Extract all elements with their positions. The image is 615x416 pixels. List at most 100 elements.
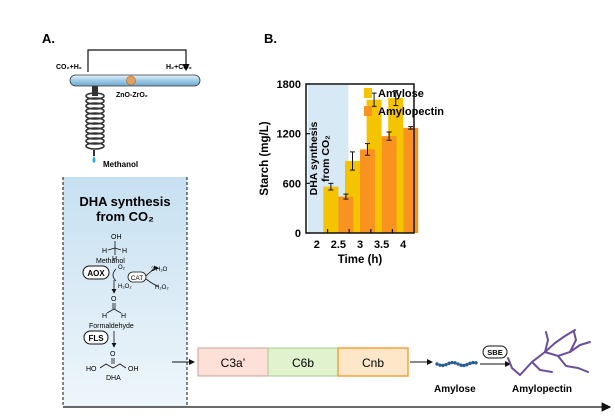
glucose-unit bbox=[450, 360, 454, 365]
coil-turn bbox=[85, 102, 105, 110]
amylopectin-branch bbox=[577, 367, 589, 373]
amylopectin-branch bbox=[569, 331, 578, 353]
glucose-unit bbox=[453, 361, 457, 365]
formaldehyde-o: O bbox=[111, 296, 117, 303]
cat-label: CAT bbox=[131, 275, 144, 282]
x-tick-label: 3.5 bbox=[374, 239, 389, 251]
methanol-h-left: H bbox=[102, 248, 107, 255]
fls-enzyme bbox=[83, 330, 109, 345]
amylopectin-branch bbox=[519, 342, 556, 376]
x-tick-label: 2 bbox=[314, 239, 320, 251]
amylopectin-branch bbox=[557, 355, 579, 369]
y-tick-label: 1800 bbox=[277, 79, 301, 91]
dha-title-line1: DHA synthesis bbox=[79, 194, 170, 209]
h2o2-right-label: H₂O₂ bbox=[155, 285, 169, 291]
dha-synthesis-panel bbox=[63, 177, 187, 407]
right-gas-label: H₂+CO₂ bbox=[166, 64, 192, 71]
glucose-unit bbox=[441, 363, 445, 368]
dha-oh: OH bbox=[128, 366, 139, 373]
glucose-unit bbox=[438, 363, 442, 367]
sbe-label: SBE bbox=[487, 348, 502, 357]
bar-amylopectin-2.5 bbox=[338, 196, 354, 233]
cat-enzyme bbox=[127, 271, 147, 283]
catalyst-bed bbox=[126, 75, 136, 86]
legend-label-amylopectin: Amylopectin bbox=[378, 106, 444, 118]
legend-swatch-amylopectin bbox=[364, 106, 372, 116]
bar-amylopectin-4 bbox=[403, 127, 419, 233]
coil-connector bbox=[92, 86, 98, 96]
glucose-unit bbox=[465, 362, 469, 367]
methanol-oh: OH bbox=[111, 234, 122, 241]
catalyst-label: ZnO-ZrO₂ bbox=[116, 92, 148, 99]
glucose-unit bbox=[468, 361, 472, 366]
methanol-h-bottom: H bbox=[112, 256, 117, 263]
bar-amylopectin-3.5 bbox=[381, 136, 397, 233]
formaldehyde-h-right: H bbox=[121, 313, 126, 320]
amylopectin-branch bbox=[507, 357, 521, 376]
y-tick-label: 0 bbox=[295, 228, 301, 240]
amylose-chain bbox=[435, 360, 478, 368]
amylose-label: Amylose bbox=[434, 384, 476, 395]
formaldehyde-h-left: H bbox=[102, 313, 107, 320]
amylopectin-branch bbox=[554, 329, 576, 344]
inset-line1: DHA synthesis bbox=[308, 121, 320, 195]
dha-label: DHA bbox=[106, 375, 121, 382]
dha-o: O bbox=[110, 351, 116, 358]
coil-turn bbox=[85, 107, 105, 115]
glucose-unit bbox=[456, 362, 460, 366]
amylopectin-label: Amylopectin bbox=[512, 384, 572, 395]
amylopectin-branch bbox=[544, 331, 550, 353]
h2o2-left-label: H₂O₂ bbox=[118, 284, 132, 290]
panel-a-label: A. bbox=[42, 31, 55, 46]
x-tick-label: 4 bbox=[400, 239, 407, 251]
methanol-molecule-label: Methanol bbox=[96, 258, 125, 265]
amylopectin-branch bbox=[579, 341, 591, 346]
glucose-unit bbox=[459, 363, 463, 367]
enzyme-box-cnb bbox=[337, 347, 409, 377]
coil-turn bbox=[85, 117, 105, 125]
coil-turn bbox=[85, 132, 105, 140]
coil-turn bbox=[85, 92, 105, 100]
condenser-coil bbox=[85, 92, 105, 150]
sbe-enzyme bbox=[482, 345, 508, 359]
glucose-unit bbox=[471, 360, 475, 365]
glucose-unit bbox=[474, 361, 478, 365]
fls-label: FLS bbox=[88, 334, 104, 343]
coil-turn bbox=[85, 127, 105, 135]
o2-label: O₂ bbox=[118, 265, 126, 271]
glucose-unit bbox=[462, 363, 466, 368]
x-axis-label: Time (h) bbox=[338, 254, 383, 266]
coil-turn bbox=[85, 137, 105, 145]
plot-frame bbox=[305, 83, 415, 234]
enzyme-c6b-label: C6b bbox=[292, 356, 314, 370]
enzyme-box-c3a bbox=[197, 347, 269, 377]
legend-label-amylose: Amylose bbox=[378, 88, 424, 100]
x-tick-label: 2.5 bbox=[331, 239, 346, 251]
y-tick-label: 600 bbox=[283, 178, 301, 190]
bar-amylose-2.5 bbox=[323, 186, 339, 233]
two-h2o-label: 2 H₂O bbox=[151, 267, 168, 273]
amylopectin-tree bbox=[507, 329, 591, 376]
aox-label: AOX bbox=[87, 269, 105, 278]
droplet-icon bbox=[92, 156, 96, 163]
legend-swatch-amylose bbox=[364, 88, 372, 98]
bar-amylopectin-3 bbox=[360, 149, 375, 233]
coil-turn bbox=[85, 112, 105, 120]
glucose-unit bbox=[435, 362, 439, 366]
methanol-h-right: H bbox=[122, 248, 127, 255]
enzyme-c3a-label: C3a’ bbox=[221, 356, 246, 370]
amylopectin-branch bbox=[531, 361, 553, 373]
x-tick-label: 3 bbox=[357, 239, 363, 251]
methanol-out-label: Methanol bbox=[103, 160, 138, 169]
inset-text: DHA synthesis from CO₂ bbox=[308, 121, 332, 195]
enzyme-cnb-label: Cnb bbox=[362, 356, 384, 370]
coil-turn bbox=[85, 97, 105, 105]
amylopectin-branch bbox=[544, 344, 581, 358]
gas-recycle-arrow bbox=[87, 49, 190, 72]
dha-ho: HO bbox=[86, 366, 97, 373]
dha-backbone bbox=[99, 363, 127, 369]
dha-title-line2: from CO₂ bbox=[96, 209, 154, 224]
y-tick-label: 1200 bbox=[277, 129, 301, 141]
left-gas-label: CO₂+H₂ bbox=[56, 64, 82, 71]
